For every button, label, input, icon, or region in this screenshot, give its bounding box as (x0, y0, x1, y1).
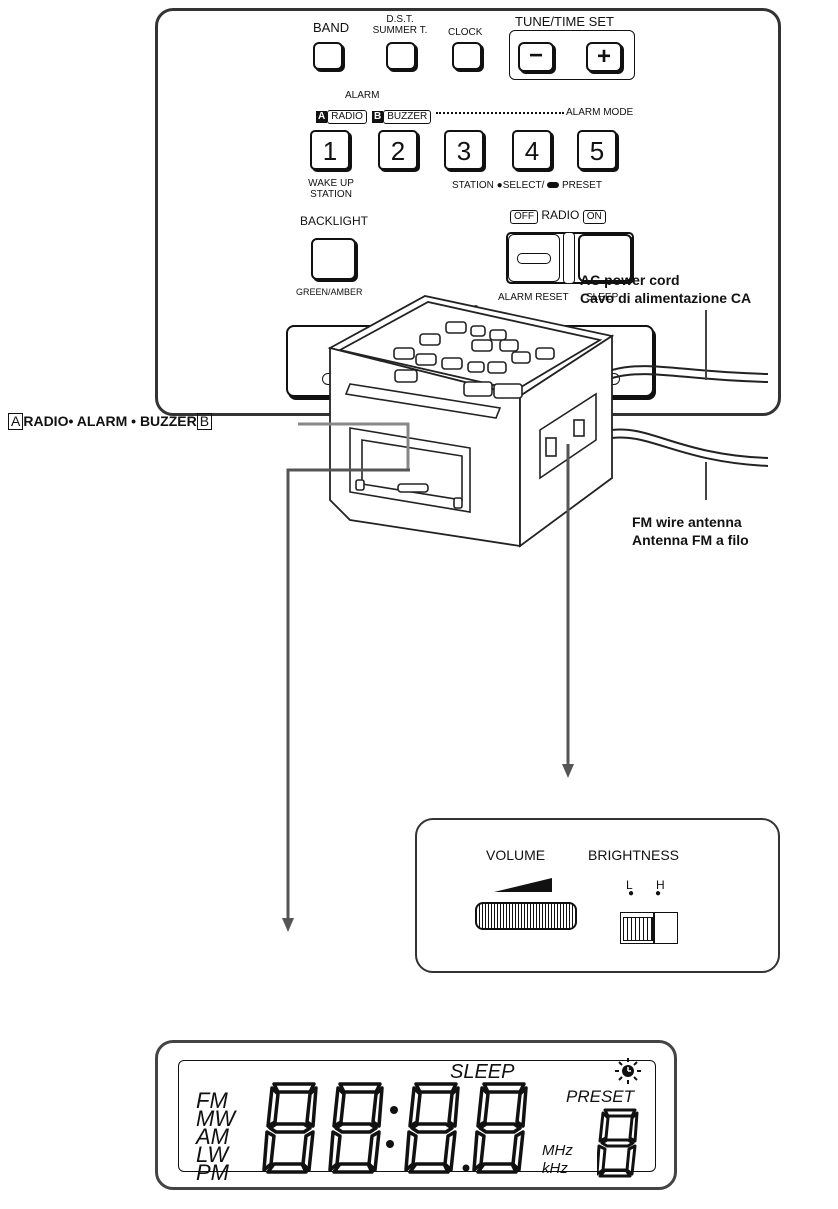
snooze-label: SNOOZE / DATE / SLEEP OFF (377, 345, 563, 362)
clock-button[interactable] (452, 42, 482, 70)
dst-label: D.S.T. SUMMER T. (372, 14, 428, 36)
lcd-sleep-indicator: SLEEP (450, 1061, 515, 1083)
alarm-mode-dots (436, 112, 564, 114)
snooze-groove (322, 373, 620, 385)
fm-antenna-label: FM wire antenna Antenna FM a filo (632, 514, 749, 548)
lcd-digit-1 (262, 1082, 318, 1174)
lcd-digit-2 (328, 1082, 384, 1174)
station-select-preset-label: STATION ●SELECT/ PRESET (452, 180, 602, 191)
preset-5-button[interactable]: 5 (577, 130, 617, 170)
ac-cord-label: AC power cord Cavo di alimentazione CA (580, 272, 752, 306)
volume-dial[interactable] (475, 902, 577, 930)
backlight-button[interactable] (311, 238, 356, 280)
backlight-label: BACKLIGHT (300, 214, 369, 228)
volume-wedge-icon (494, 878, 552, 892)
tune-plus-button[interactable]: + (586, 42, 622, 72)
select-dot-icon: ● (496, 180, 503, 191)
alarm-reset-button[interactable] (508, 234, 560, 282)
lcd-arrow-line (286, 468, 410, 920)
side-panel-arrowhead-icon (562, 764, 574, 778)
top-panel-arrowhead-icon (470, 420, 482, 434)
side-controls-panel (415, 818, 780, 973)
tune-time-set-frame (509, 30, 635, 80)
alarm-icon (615, 1058, 641, 1084)
brightness-high-label: H (656, 878, 665, 892)
band-label: BAND (313, 20, 350, 35)
lcd-segment-digits (262, 1082, 528, 1174)
brightness-switch-knob (623, 917, 653, 941)
brightness-low-dot-icon: ● (628, 888, 635, 899)
dst-button[interactable] (386, 42, 416, 70)
tune-time-set-label: TUNE/TIME SET (515, 14, 614, 29)
lcd-khz-label: kHz (542, 1160, 568, 1177)
device-front-display (349, 427, 471, 513)
volume-label: VOLUME (486, 847, 546, 863)
lcd-digit-3 (404, 1082, 460, 1174)
snooze-bar[interactable]: SNOOZE / DATE / SLEEP OFF (286, 325, 654, 397)
preset-1-button[interactable]: 1 (310, 130, 350, 170)
lcd-preset-indicator: PRESET (566, 1087, 635, 1106)
preset-hold-icon (547, 182, 560, 189)
alarm-reset-label: ALARM RESET (498, 292, 569, 303)
band-button[interactable] (313, 42, 343, 70)
alarm-label: ALARM (345, 90, 380, 101)
lcd-colon-top (390, 1106, 398, 1114)
brightness-label: BRIGHTNESS (588, 847, 680, 863)
lcd-mhz-label: MHz (542, 1142, 573, 1159)
lcd-arrowhead-icon (282, 918, 294, 932)
green-amber-label: GREEN/AMBER (296, 287, 363, 297)
alarm-reset-slot (517, 253, 551, 264)
tune-minus-button[interactable]: − (518, 42, 554, 72)
lcd-colon-bottom (386, 1140, 394, 1148)
brightness-switch[interactable] (620, 912, 678, 944)
lcd-decimal-point (462, 1164, 470, 1172)
preset-2-button[interactable]: 2 (378, 130, 418, 170)
radio-switch-divider (563, 232, 575, 284)
lcd-digit-4 (472, 1082, 528, 1174)
brightness-high-dot-icon: ● (655, 888, 662, 899)
wake-up-station-label: WAKE UP STATION (308, 178, 354, 200)
alarm-mode-label: ALARM MODE (566, 107, 634, 118)
fm-antenna-line (611, 428, 769, 459)
brightness-low-label: L (626, 878, 633, 892)
lcd-preset-digit (597, 1108, 639, 1178)
indicator-leader (298, 422, 410, 470)
preset-3-button[interactable]: 3 (444, 130, 484, 170)
sleep-button[interactable] (578, 234, 632, 282)
radio-switch-label: OFF RADIO ON (510, 208, 606, 224)
preset-4-button[interactable]: 4 (512, 130, 552, 170)
clock-label: CLOCK (448, 27, 483, 38)
lcd-band-list: FM MW AM LW PM (196, 1088, 236, 1185)
